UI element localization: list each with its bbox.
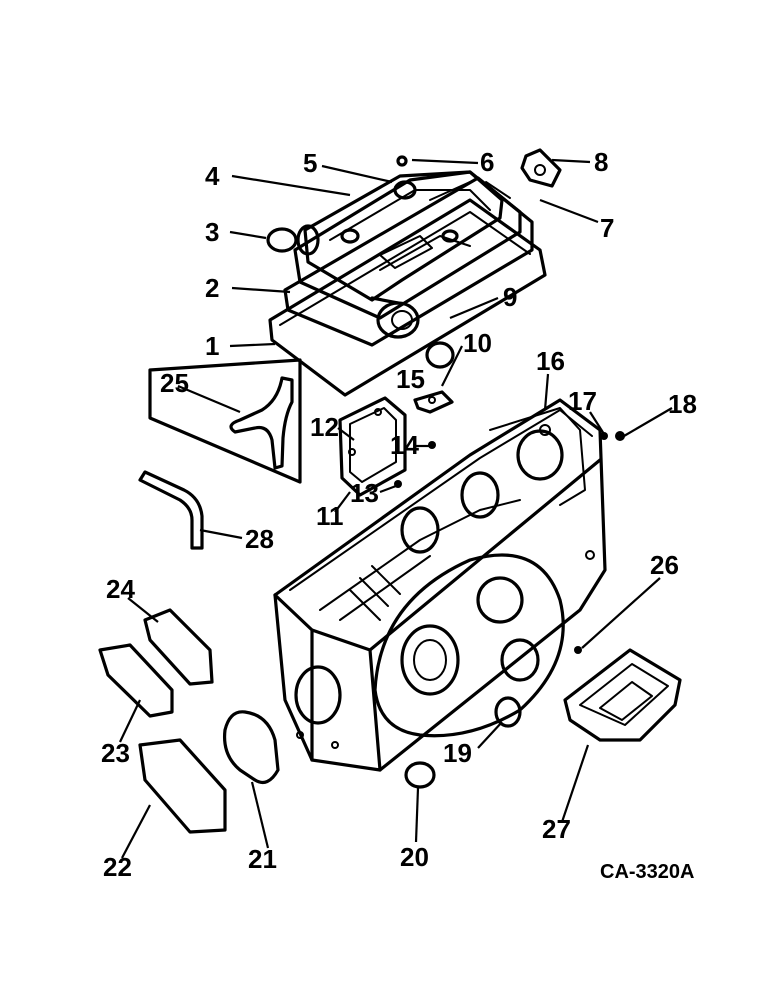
- callout-23: 23: [101, 738, 130, 768]
- callout-26: 26: [650, 550, 679, 580]
- callout-8: 8: [594, 147, 608, 177]
- plug-part-3: [266, 227, 298, 253]
- pipe-part-28: [138, 470, 204, 550]
- callout-10: 10: [463, 328, 492, 358]
- callout-12: 12: [310, 412, 339, 442]
- callout-20: 20: [400, 842, 429, 872]
- drawing-code: CA-3320A: [600, 861, 694, 883]
- callout-14: 14: [390, 430, 419, 460]
- plate-part-8: [520, 148, 562, 188]
- fastener-part-17: [600, 432, 608, 440]
- bracket-part-15: [413, 390, 454, 414]
- callout-labels: 1 2 3 4 5 6 7 8 9 10 11 12 13 14 15 16 1…: [101, 147, 697, 883]
- seal-part-19: [494, 696, 522, 728]
- gasket-part-22: [138, 738, 227, 834]
- callout-17: 17: [568, 386, 597, 416]
- callout-24: 24: [106, 574, 135, 604]
- gasket-part-23: [98, 643, 174, 718]
- callout-16: 16: [536, 346, 565, 376]
- fastener-part-18: [615, 431, 625, 441]
- transmission-case: [273, 398, 607, 772]
- callout-6: 6: [480, 147, 494, 177]
- seal-part-20: [404, 761, 436, 789]
- pipe-part-25-box: [148, 358, 302, 484]
- gasket-part-21: [222, 710, 280, 784]
- callout-19: 19: [443, 738, 472, 768]
- callout-9: 9: [503, 282, 517, 312]
- callout-2: 2: [205, 273, 219, 303]
- callout-7: 7: [600, 213, 614, 243]
- callout-28: 28: [245, 524, 274, 554]
- callout-4: 4: [205, 161, 220, 191]
- top-cover-assembly: [268, 170, 547, 397]
- seal-part-10: [425, 341, 455, 369]
- callout-21: 21: [248, 844, 277, 874]
- callout-27: 27: [542, 814, 571, 844]
- fastener-part-26: [574, 646, 582, 654]
- callout-22: 22: [103, 852, 132, 882]
- callout-5: 5: [303, 148, 317, 178]
- callout-25: 25: [160, 368, 189, 398]
- leader-lines: [119, 158, 673, 859]
- callout-11: 11: [316, 501, 344, 531]
- callout-15: 15: [396, 364, 425, 394]
- gasket-part-24: [143, 608, 214, 686]
- callout-1: 1: [205, 331, 219, 361]
- callout-13: 13: [350, 478, 379, 508]
- callout-18: 18: [668, 389, 697, 419]
- fitting-part-6: [396, 155, 408, 167]
- cover-part-11-12: [338, 396, 407, 497]
- oil-pan-part-27: [563, 648, 682, 742]
- callout-3: 3: [205, 217, 219, 247]
